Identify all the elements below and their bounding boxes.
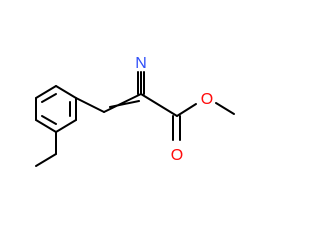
chemical-structure: N O O [0, 0, 250, 250]
ring-to-vinyl-bond [75, 97, 105, 113]
ring-bond-bottom-left [35, 119, 57, 133]
ring-bond-top-right [55, 85, 77, 99]
ring-inner-double-bottom [41, 115, 57, 125]
ring-bond-top-left [35, 85, 57, 99]
alkene-double-bond-outer [103, 93, 142, 113]
alkene-chain [75, 93, 142, 113]
nitrile-group: N [135, 55, 147, 95]
methoxy-bond [215, 102, 235, 115]
benzene-ring [35, 85, 77, 133]
ethyl-bond-2 [35, 153, 57, 167]
ring-inner-double-top [41, 93, 57, 103]
alkene-to-carbonyl-bond [140, 93, 178, 117]
carbonyl-to-ester-oxygen-bond [176, 103, 197, 117]
ethyl-group [35, 131, 57, 167]
ester-oxygen-label: O [201, 91, 213, 108]
nitrogen-atom-label: N [135, 55, 147, 72]
canvas-background [0, 0, 250, 250]
carbonyl-oxygen-label: O [171, 147, 183, 164]
ring-bond-bottom-right [55, 119, 77, 133]
ester-group: O O [140, 91, 235, 164]
alkene-double-bond-inner [109, 100, 140, 108]
